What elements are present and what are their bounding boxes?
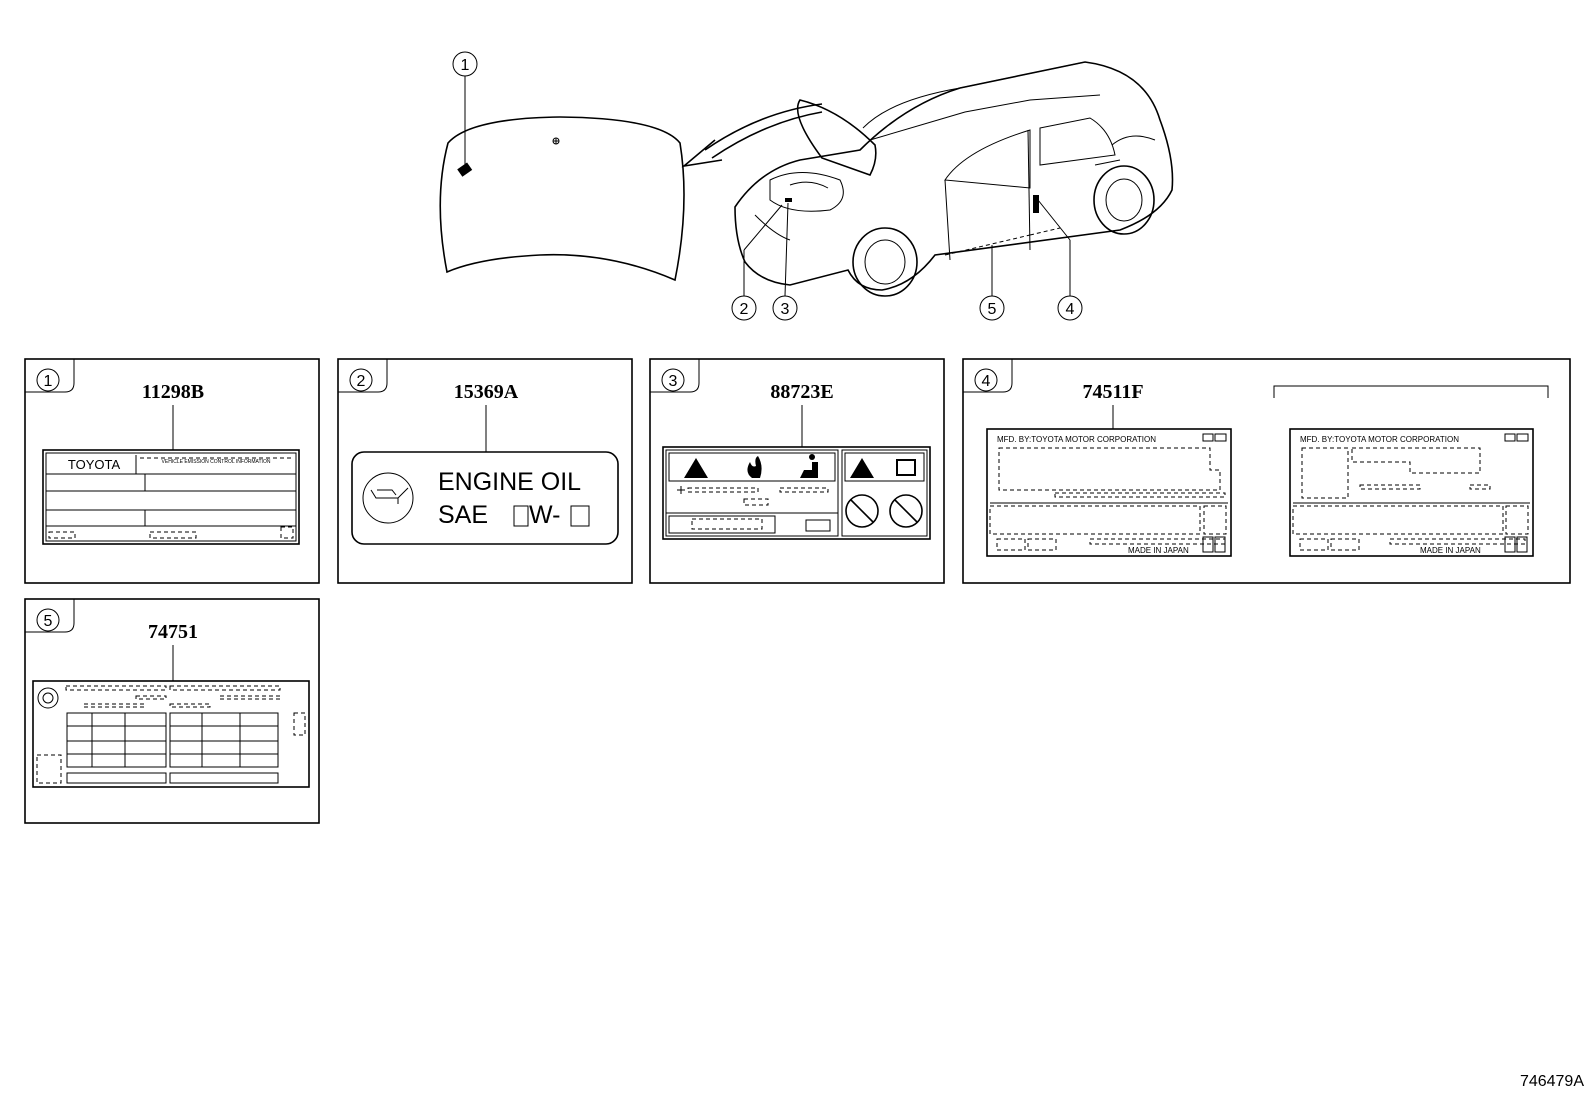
panel-3: 3 88723E <box>649 358 945 584</box>
svg-text:MADE IN JAPAN: MADE IN JAPAN <box>1420 546 1481 555</box>
warning-triangle-icon <box>684 458 708 478</box>
vin-label-right: MFD. BY:TOYOTA MOTOR CORPORATION MADE IN… <box>1289 428 1534 557</box>
svg-text:3: 3 <box>781 301 790 318</box>
oil-can-icon <box>362 472 414 524</box>
emission-label: TOYOTA VEHICLE EMISSION CONTROL INFORMAT… <box>42 449 300 545</box>
svg-text:4: 4 <box>1066 301 1075 318</box>
hood-label-marker <box>457 162 473 177</box>
svg-text:MFD. BY:TOYOTA MOTOR CORPORATI: MFD. BY:TOYOTA MOTOR CORPORATION <box>997 435 1156 444</box>
no-spark-icon <box>889 494 923 528</box>
svg-text:2: 2 <box>740 301 749 318</box>
callout-5[interactable]: 5 <box>979 245 1005 321</box>
vin-label-left: MFD. BY:TOYOTA MOTOR CORPORATION MADE IN… <box>986 428 1232 557</box>
svg-text:3: 3 <box>669 373 678 390</box>
part-number-11298B: 11298B <box>142 381 204 403</box>
part-number-74751: 74751 <box>148 621 198 643</box>
part-number-15369A: 15369A <box>454 381 519 403</box>
panel-2: 2 15369A ENGINE OIL SAE W- <box>337 358 633 584</box>
figure-id: 746479A <box>1519 1073 1584 1090</box>
panel-5: 5 74751 <box>24 598 320 824</box>
sae-prefix: SAE <box>438 501 488 529</box>
svg-text:VEHICLE EMISSION CONTROL INFOR: VEHICLE EMISSION CONTROL INFORMATION <box>162 459 271 465</box>
flame-icon <box>747 456 762 478</box>
callout-1[interactable]: 1 <box>452 51 478 165</box>
panel-4: 4 74511F MFD. BY:TOYOTA MOTOR CORPORATIO… <box>962 358 1571 584</box>
callout-2[interactable]: 2 <box>731 204 783 321</box>
callout-4[interactable]: 4 <box>1037 199 1083 321</box>
sae-mid: W- <box>529 501 560 529</box>
direction-arrow <box>681 103 823 168</box>
svg-text:4: 4 <box>982 373 991 390</box>
tire-icon <box>37 687 59 709</box>
battery-warning-label <box>662 446 931 540</box>
svg-text:5: 5 <box>988 301 997 318</box>
car-illustration <box>734 61 1174 297</box>
no-flame-icon <box>845 494 879 528</box>
svg-text:MADE IN JAPAN: MADE IN JAPAN <box>1128 546 1189 555</box>
hood-illustration <box>439 116 685 282</box>
svg-text:1: 1 <box>461 57 470 74</box>
tire-info-label <box>32 680 310 788</box>
svg-text:MFD. BY:TOYOTA MOTOR CORPORATI: MFD. BY:TOYOTA MOTOR CORPORATION <box>1300 435 1459 444</box>
engine-oil-label: ENGINE OIL SAE W- <box>351 451 619 545</box>
svg-text:5: 5 <box>44 613 53 630</box>
svg-text:2: 2 <box>357 373 366 390</box>
part-number-88723E: 88723E <box>770 381 833 403</box>
engine-oil-text: ENGINE OIL <box>438 468 581 496</box>
svg-text:1: 1 <box>44 373 53 390</box>
callout-3[interactable]: 3 <box>772 202 798 321</box>
reading-person-icon <box>800 462 818 478</box>
part-number-74511F: 74511F <box>1082 381 1143 403</box>
svg-text:TOYOTA: TOYOTA <box>68 457 121 472</box>
panel-1: 1 11298B TOYOTA VEHICLE EMISSION CONTROL… <box>24 358 320 584</box>
